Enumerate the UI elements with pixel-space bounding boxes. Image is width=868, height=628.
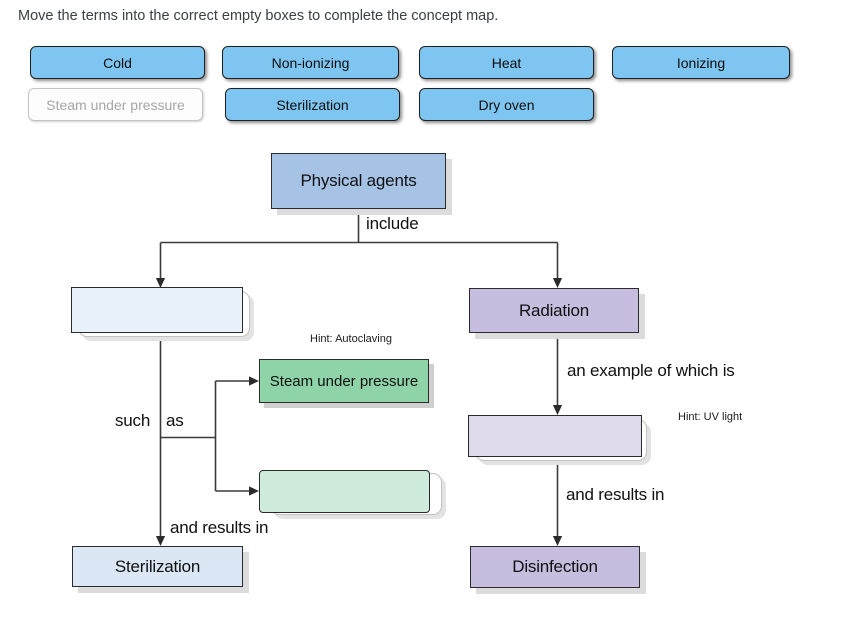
hint-autoclaving: Hint: Autoclaving: [310, 333, 392, 345]
node-disinfection-result: Disinfection: [470, 546, 640, 588]
edge-label-and-results-in-right: and results in: [566, 485, 665, 504]
drop-target-such-as-second[interactable]: [259, 470, 430, 513]
node-physical-agents: Physical agents: [271, 153, 446, 209]
term-chip-heat[interactable]: Heat: [419, 46, 594, 79]
term-chip-sterilization[interactable]: Sterilization: [225, 88, 400, 121]
hint-uv-light: Hint: UV light: [678, 411, 743, 423]
instruction-text: Move the terms into the correct empty bo…: [18, 8, 499, 24]
term-chip-cold[interactable]: Cold: [30, 46, 205, 79]
drop-target-radiation-example[interactable]: [468, 415, 642, 457]
edge-label-such: such: [115, 411, 151, 430]
term-chip-non-ionizing[interactable]: Non-ionizing: [222, 46, 399, 79]
term-chip-ionizing[interactable]: Ionizing: [612, 46, 790, 79]
term-chip-dry-oven[interactable]: Dry oven: [419, 88, 594, 121]
drop-target-left-branch[interactable]: [71, 287, 243, 333]
node-radiation: Radiation: [469, 288, 639, 333]
edge-label-as: as: [166, 411, 184, 430]
edge-label-and-results-in-left: and results in: [170, 518, 269, 537]
edge-label-include: include: [366, 214, 419, 233]
term-chip-steam-under-pressure-used: Steam under pressure: [28, 88, 203, 121]
edge-label-an-example-of-which-is: an example of which is: [567, 361, 735, 380]
node-steam-under-pressure-placed[interactable]: Steam under pressure: [259, 359, 429, 403]
node-sterilization-result: Sterilization: [72, 546, 243, 587]
